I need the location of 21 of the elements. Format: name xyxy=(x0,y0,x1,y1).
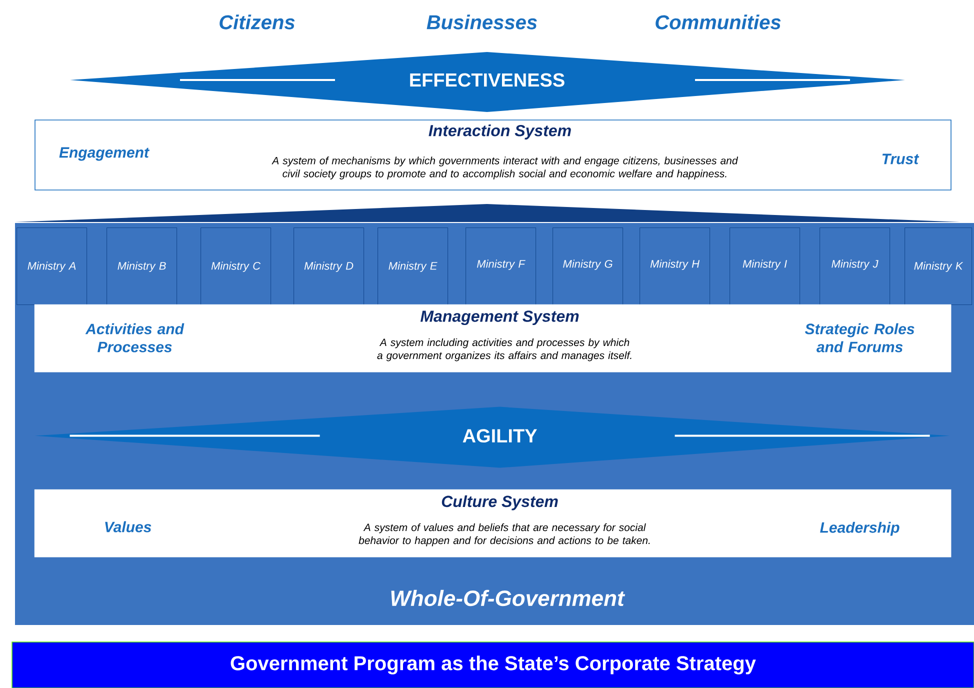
ministry-column: Ministry D xyxy=(294,228,364,306)
system-box: Values Culture System A system of values and beliefs that are necessary for social behavior to happen and for decisions and actions to be taken. Leadership xyxy=(34,489,952,558)
ministry-column: Ministry C xyxy=(200,228,272,306)
system-box: Activities and Processes Management System A system including activities and processes by which a government organizes its affairs and manages itself. Strategic Roles and Forums xyxy=(34,304,952,372)
ministry-column: Ministry J xyxy=(820,228,890,306)
arrow-banner: AGILITY xyxy=(34,406,950,468)
ministry-column: Ministry A xyxy=(16,228,88,306)
audience-label: Communities xyxy=(656,14,781,30)
system-box: Engagement Interaction System A system of mechanisms by which governments interact with and engage citizens, businesses and civil society groups to promote and to accomplish social and economic welfare and happiness. Trust xyxy=(34,120,952,190)
arrow-banner: EFFECTIVENESS xyxy=(70,52,905,112)
ministry-column: Ministry B xyxy=(106,228,178,306)
ministry-column: Ministry I xyxy=(730,228,800,306)
panel-title: Whole-Of-Government xyxy=(391,590,626,606)
ministry-column: Ministry G xyxy=(552,228,624,306)
ministry-column: Ministry K xyxy=(904,228,972,306)
audience-label: Citizens xyxy=(220,14,295,30)
ministry-column: Ministry F xyxy=(466,228,536,306)
ministry-column: Ministry E xyxy=(378,228,448,306)
audience-label: Businesses xyxy=(426,14,537,30)
strategy-bar: Government Program as the State’s Corporate Strategy xyxy=(12,642,974,688)
ministry-column: Ministry H xyxy=(640,228,710,306)
